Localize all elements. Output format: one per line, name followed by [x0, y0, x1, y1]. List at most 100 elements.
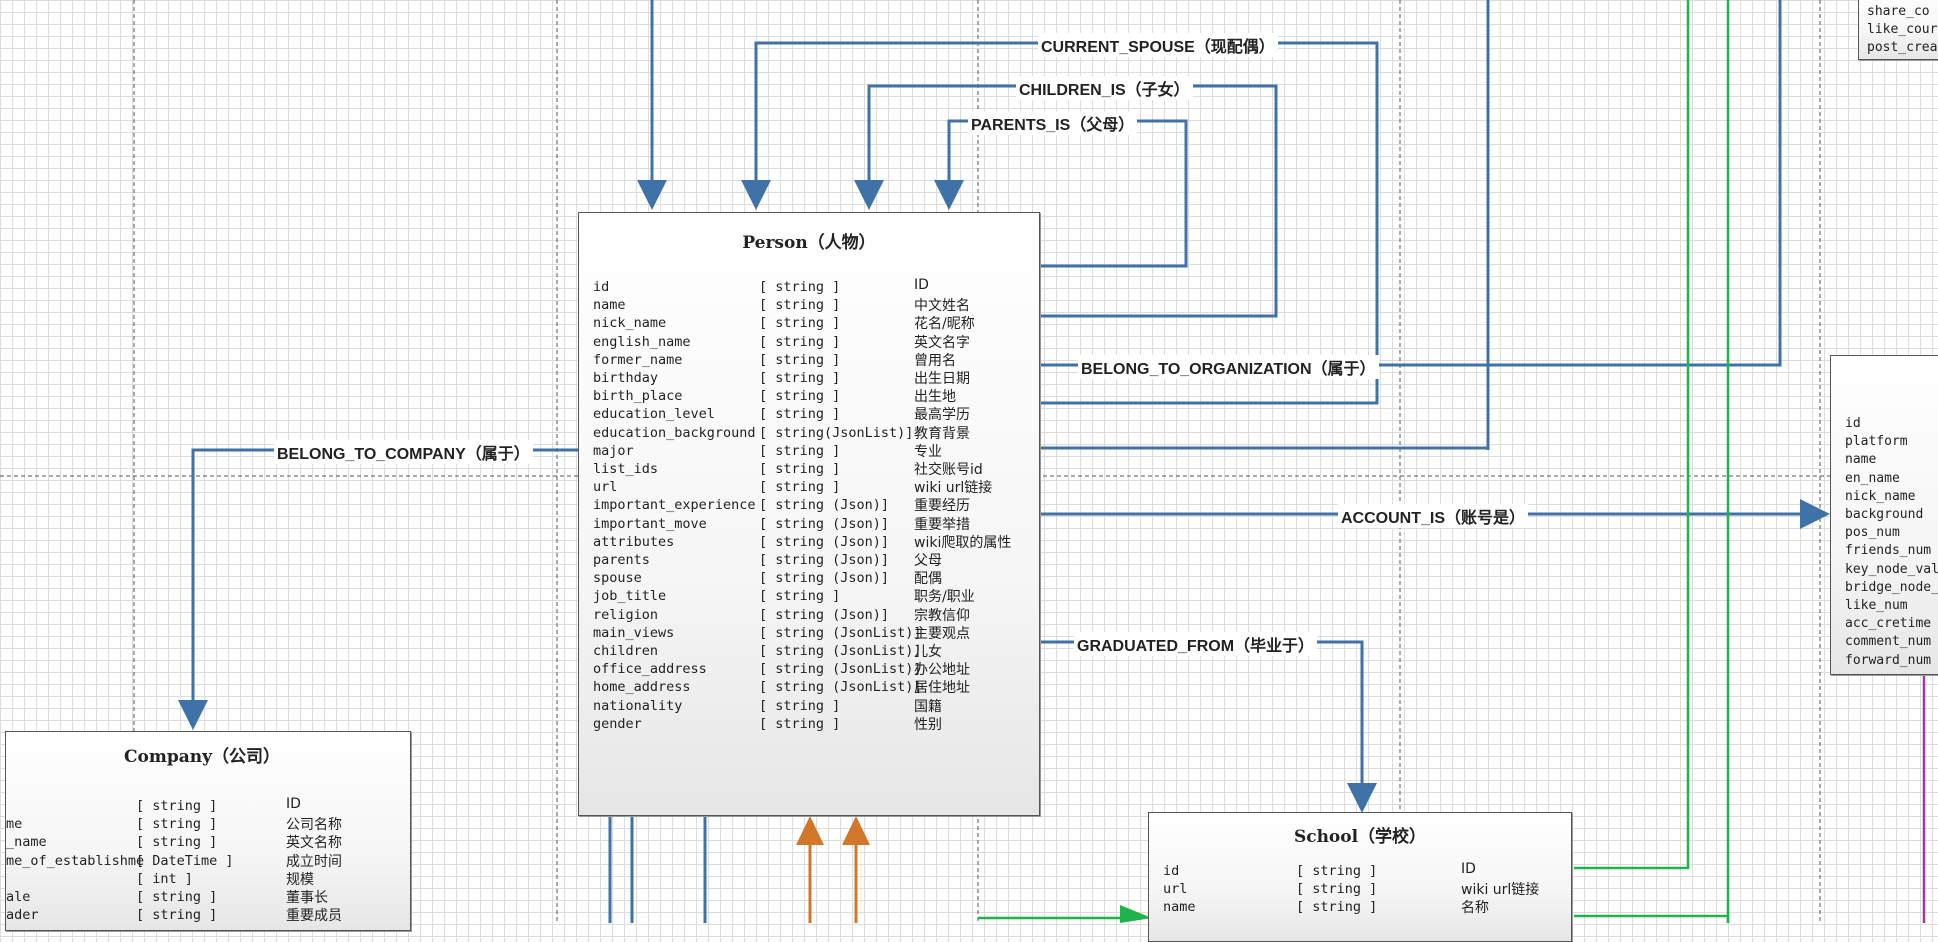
company-attribute-field: me_of_establishme: [6, 852, 145, 869]
person-attribute-desc: 曾用名: [914, 352, 956, 369]
person-attribute-desc: 中文姓名: [914, 298, 970, 315]
company-attribute-type: [ string ]: [136, 907, 218, 924]
person-attribute-row: english_name[ string ]英文名字: [579, 334, 1039, 352]
person-attribute-field: office_address: [593, 661, 707, 678]
person-attribute-desc: 花名/昵称: [914, 316, 975, 333]
person-attribute-type: [ string (JsonList)]: [759, 624, 922, 641]
person-attribute-field: major: [593, 442, 634, 459]
person-attribute-desc: 儿女: [914, 644, 942, 660]
company-attribute-type: [ DateTime ]: [136, 852, 234, 869]
person-attribute-type: [ string ]: [759, 351, 841, 368]
person-attribute-type: [ string ]: [759, 479, 841, 496]
person-attribute-type: [ string ]: [759, 279, 841, 295]
account-attribute-row: like_num: [1845, 598, 1908, 613]
person-attribute-desc: ID: [914, 277, 929, 293]
account-attribute-row: key_node_val: [1845, 561, 1938, 577]
company-attribute-field: _name: [6, 834, 47, 851]
company-attribute-desc: 成立时间: [286, 853, 342, 870]
person-attribute-type: [ string (JsonList)]: [759, 643, 922, 659]
person-attribute-row: nick_name [ string ] 花名/昵称: [579, 315, 1039, 333]
person-attribute-field: birth_place: [593, 388, 683, 405]
person-attribute-row: spouse[ string (Json)]配偶: [579, 570, 1039, 588]
person-attribute-field: name: [593, 297, 626, 314]
person-attribute-field: birthday: [593, 370, 659, 386]
person-attribute-type: [ string (Json)]: [759, 606, 890, 623]
school-attribute-desc: 名称: [1461, 900, 1489, 916]
relation-label-account-is: ACCOUNT_IS（账号是）: [1338, 504, 1529, 528]
account-attribute-row: friends_num: [1845, 543, 1932, 559]
company-attribute-desc: 公司名称: [286, 817, 342, 834]
person-attribute-desc: 性别: [914, 716, 942, 733]
person-attribute-row: name [ string ] 中文姓名: [579, 297, 1039, 315]
person-attribute-type: [ string ]: [759, 406, 841, 423]
school-attribute-type: [ string ]: [1296, 899, 1378, 915]
company-attribute-desc: 规模: [286, 871, 314, 888]
person-attribute-type: [ string (Json)]: [759, 533, 890, 550]
person-attribute-type: [ string ]: [759, 333, 841, 350]
person-attribute-field: url: [593, 479, 618, 496]
account-attribute-row: name: [1845, 452, 1877, 468]
company-attribute-desc: 重要成员: [286, 908, 342, 925]
person-attribute-desc: 出生日期: [914, 371, 970, 387]
school-attribute-row: url [ string ] wiki url链接: [1149, 881, 1571, 899]
person-attribute-type: [ string (Json)]: [759, 515, 890, 532]
person-attribute-type: [ string (JsonList)]: [759, 679, 922, 696]
person-attribute-field: education_level: [593, 406, 715, 423]
company-attribute-row: [ int ] 规模: [6, 871, 410, 889]
post-attribute-row: post_crea: [1867, 40, 1938, 55]
relation-label-current-spouse: CURRENT_SPOUSE（现配偶）: [1038, 33, 1278, 57]
company-attribute-type: [ int ]: [136, 870, 193, 887]
company-attribute-field: ader: [6, 907, 39, 924]
person-attribute-desc: 居住地址: [914, 680, 970, 697]
person-attribute-desc: wiki爬取的属性: [914, 534, 1012, 551]
relation-label-graduated-from: GRADUATED_FROM（毕业于）: [1074, 632, 1318, 656]
person-attribute-desc: 重要举措: [914, 516, 970, 533]
person-attribute-desc: 职务/职业: [914, 589, 975, 606]
person-attribute-field: main_views: [593, 624, 675, 641]
person-attribute-field: education_background: [593, 424, 756, 441]
company-attribute-desc: 董事长: [286, 890, 328, 906]
account-attribute-row: pos_num: [1845, 525, 1900, 541]
person-entity-title: Person（人物）: [742, 233, 876, 253]
person-attribute-desc: 办公地址: [914, 662, 970, 679]
person-attribute-field: children: [593, 643, 659, 659]
person-attribute-field: nick_name: [593, 315, 667, 332]
person-attribute-desc: 专业: [914, 443, 942, 460]
school-attribute-field: name: [1163, 899, 1196, 915]
person-attribute-row: education_level[ string ]最高学历: [579, 406, 1039, 424]
person-attribute-type: [ string ]: [759, 297, 841, 314]
person-attribute-type: [ string ]: [759, 588, 841, 605]
person-attribute-row: major[ string ]专业: [579, 443, 1039, 461]
company-attribute-row: me_of_establishme[ DateTime ] 成立时间: [6, 853, 410, 871]
company-attribute-desc: ID: [286, 796, 301, 812]
person-attribute-row: religion[ string (Json)]宗教信仰: [579, 607, 1039, 625]
person-attribute-type: [ string ]: [759, 370, 841, 386]
person-attribute-row: birthday [ string ] 出生日期: [579, 370, 1039, 388]
person-attribute-field: id: [593, 279, 610, 295]
company-attribute-desc: 英文名称: [286, 835, 342, 852]
school-attribute-desc: wiki url链接: [1461, 882, 1540, 898]
person-attribute-desc: wiki url链接: [914, 480, 993, 497]
person-attribute-field: gender: [593, 715, 642, 732]
account-attribute-row: id: [1845, 416, 1861, 431]
person-attribute-field: parents: [593, 552, 650, 568]
relation-label-belong-to-organization: BELONG_TO_ORGANIZATION（属于）: [1078, 355, 1379, 379]
person-entity[interactable]: Person（人物） id [ string ] ID name [ string ] 中…: [578, 212, 1040, 816]
person-attribute-row: office_address[ string (JsonList)]办公地址: [579, 661, 1039, 679]
person-attribute-type: [ string ]: [759, 315, 841, 332]
school-attribute-field: url: [1163, 881, 1188, 897]
company-attribute-row: ader [ string ] 重要成员: [6, 907, 410, 925]
person-attribute-field: nationality: [593, 697, 683, 714]
person-attribute-field: important_experience: [593, 497, 756, 514]
school-attribute-type: [ string ]: [1296, 881, 1378, 897]
person-attribute-type: [ string ]: [759, 461, 841, 477]
school-attribute-row: id[ string ]ID: [1149, 861, 1571, 881]
relation-label-children-is: CHILDREN_IS（子女）: [1016, 76, 1193, 100]
person-attribute-row: list_ids[ string ]社交账号id: [579, 461, 1039, 479]
relation-label-parents-is: PARENTS_IS（父母）: [968, 111, 1138, 135]
school-entity-title: School（学校）: [1293, 827, 1427, 847]
